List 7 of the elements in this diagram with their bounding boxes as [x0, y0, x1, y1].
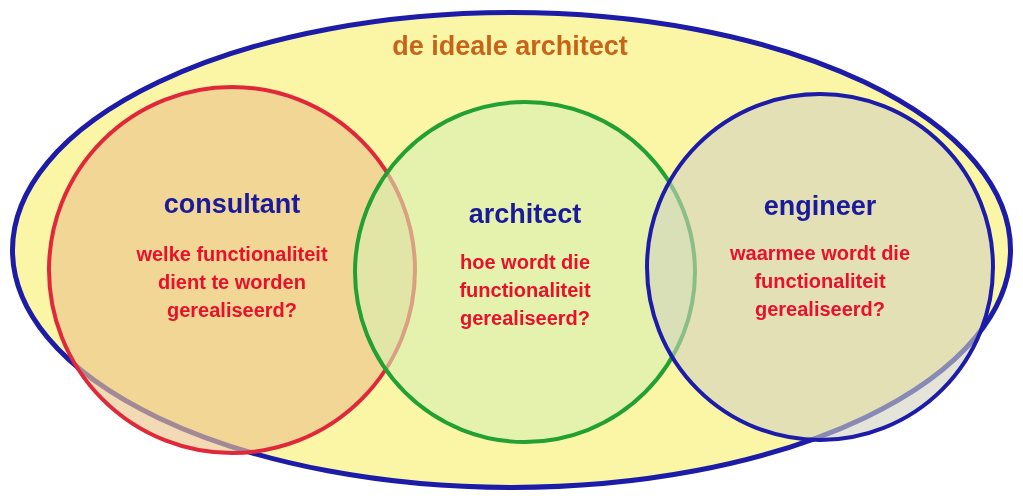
question-text: waarmee wordt die functionaliteit gerealiseerd?	[728, 241, 912, 322]
title-text: de ideale architect	[391, 32, 629, 62]
question-text: welke functionaliteit dient te worden gerealiseerd?	[135, 242, 329, 323]
circle-heading: engineer	[762, 192, 878, 222]
circle-heading: consultant	[162, 190, 302, 220]
question-text: hoe wordt die functionaliteit gerealiseerd?	[458, 250, 592, 331]
circle-heading: architect	[467, 200, 583, 230]
